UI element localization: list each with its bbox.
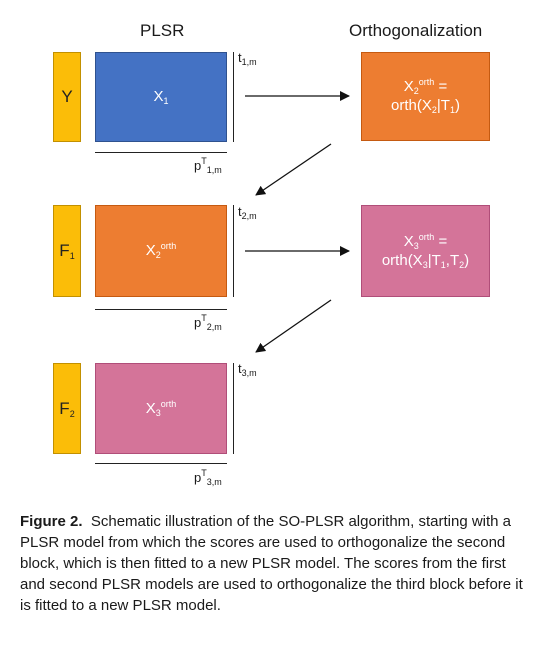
f1-block: F1 [53,205,81,297]
arrow-orth-to-x3 [255,299,332,353]
t1-line [233,52,234,142]
x3-orth-block: X3orth [95,363,227,454]
x2-orth-result-block: X2orth = orth(X2|T1) [361,52,490,141]
p2-line [95,309,227,310]
plsr-header: PLSR [140,21,185,40]
t3-label: t3,m [238,361,257,378]
p2-label: pT2,m [194,313,222,332]
p3-label: pT3,m [194,468,222,487]
x1-block: X1 [95,52,227,142]
p3-line [95,463,227,464]
f1-label: F1 [59,241,75,261]
arrow-orth-to-x2 [255,143,332,196]
y-block: Y [53,52,81,142]
t2-line [233,205,234,297]
x2-orth-block: X2orth [95,205,227,297]
x3-orth-result-block: X3orth = orth(X3|T1,T2) [361,205,490,297]
t3-line [233,363,234,454]
figure-caption: Figure 2. Schematic illustration of the … [20,511,530,616]
caption-text: Schematic illustration of the SO-PLSR al… [20,513,527,614]
f2-label: F2 [59,398,75,419]
x1-label: X1 [153,87,169,106]
p1-label: pT1,m [194,156,222,175]
x3-orth-label: X3orth [145,398,177,418]
caption-label: Figure 2. [20,513,83,530]
p1-line [95,152,227,153]
y-label: Y [61,87,73,106]
x2-orth-label: X2orth [145,241,177,261]
f2-block: F2 [53,363,81,454]
t2-label: t2,m [238,204,257,221]
orthogonalization-header: Orthogonalization [349,21,483,40]
x2-orth-formula: X2orth = orth(X2|T1) [391,77,460,115]
t1-label: t1,m [238,50,257,67]
x3-orth-formula: X3orth = orth(X3|T1,T2) [381,231,470,270]
